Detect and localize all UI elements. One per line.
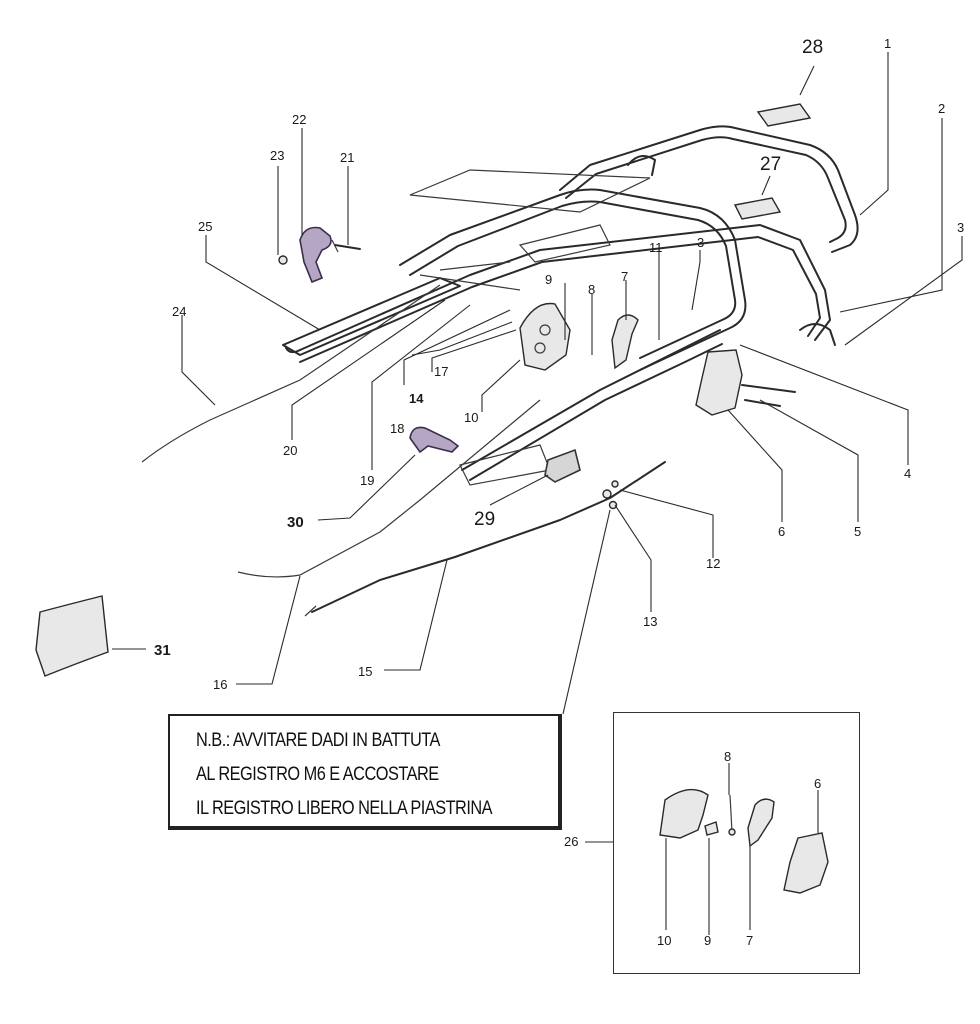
upper-handle-bar <box>559 125 859 253</box>
label-21: 21 <box>340 150 354 165</box>
cover-31 <box>35 595 109 677</box>
label-9: 9 <box>545 272 552 287</box>
inset-detail: 26 10 9 7 8 6 <box>564 749 829 948</box>
inset-label-7: 7 <box>746 933 753 948</box>
inset-detail-frame <box>613 712 860 974</box>
note-line-3: IL REGISTRO LIBERO NELLA PIASTRINA <box>196 798 493 819</box>
housing-10 <box>519 302 571 371</box>
screw-21 <box>331 239 361 253</box>
label-12: 12 <box>706 556 720 571</box>
label-28: 28 <box>802 37 823 58</box>
inset-housing-10 <box>659 788 709 839</box>
lever-18 <box>409 426 460 454</box>
lever-22 <box>299 226 332 284</box>
leader-lines <box>112 52 963 715</box>
cable-15-inner <box>304 605 317 617</box>
note-line-1: N.B.: AVVITARE DADI IN BATTUTA <box>196 730 440 751</box>
label-24: 24 <box>172 304 186 319</box>
assembly-note: N.B.: AVVITARE DADI IN BATTUTA AL REGIST… <box>168 714 562 830</box>
label-4: 4 <box>904 466 911 481</box>
inset-label-10: 10 <box>657 933 671 948</box>
label-18: 18 <box>390 421 404 436</box>
lever-7 <box>611 314 639 370</box>
callout-labels: 1 2 3 3 4 5 6 7 8 9 10 11 12 13 14 15 16… <box>154 36 964 692</box>
inset-label-9: 9 <box>704 933 711 948</box>
label-plate-28 <box>756 103 812 127</box>
lower-handle-bar <box>399 188 747 371</box>
inset-spring-8 <box>729 794 733 833</box>
label-17: 17 <box>434 364 448 379</box>
label-14: 14 <box>409 391 424 406</box>
label-2: 2 <box>938 101 945 116</box>
inset-lever-7 <box>747 798 775 848</box>
label-22: 22 <box>292 112 306 127</box>
label-27: 27 <box>760 154 781 175</box>
label-31: 31 <box>154 642 171 659</box>
inset-label-6: 6 <box>814 776 821 791</box>
nut-23 <box>278 255 288 265</box>
label-11: 11 <box>649 240 663 255</box>
inset-label-26: 26 <box>564 834 578 849</box>
lower-arm <box>461 329 723 481</box>
label-3-center: 3 <box>697 235 704 250</box>
label-5: 5 <box>854 524 861 539</box>
label-29: 29 <box>474 509 495 530</box>
bracket-29 <box>544 448 581 483</box>
label-plate-27 <box>733 197 782 220</box>
cover-6 <box>695 349 743 416</box>
inset-cover-6 <box>783 832 829 894</box>
note-line-2: AL REGISTRO M6 E ACCOSTARE <box>196 764 439 785</box>
inset-label-8: 8 <box>724 749 731 764</box>
cable-24 <box>141 284 441 463</box>
label-25: 25 <box>198 219 212 234</box>
label-15: 15 <box>358 664 372 679</box>
cable-15 <box>311 461 666 613</box>
cable-16 <box>237 399 541 578</box>
label-7: 7 <box>621 269 628 284</box>
label-3-right: 3 <box>957 220 964 235</box>
label-19: 19 <box>360 473 374 488</box>
label-23: 23 <box>270 148 284 163</box>
side-rail <box>299 224 836 363</box>
screw-5 <box>741 384 796 407</box>
inset-plate-9 <box>704 821 719 836</box>
label-8: 8 <box>588 282 595 297</box>
label-10: 10 <box>464 410 478 425</box>
rod-assembly <box>282 261 521 356</box>
label-16: 16 <box>213 677 227 692</box>
label-13: 13 <box>643 614 657 629</box>
adjuster-12-13 <box>602 480 619 510</box>
label-6: 6 <box>778 524 785 539</box>
label-30: 30 <box>287 514 304 531</box>
label-1: 1 <box>884 36 891 51</box>
label-20: 20 <box>283 443 297 458</box>
